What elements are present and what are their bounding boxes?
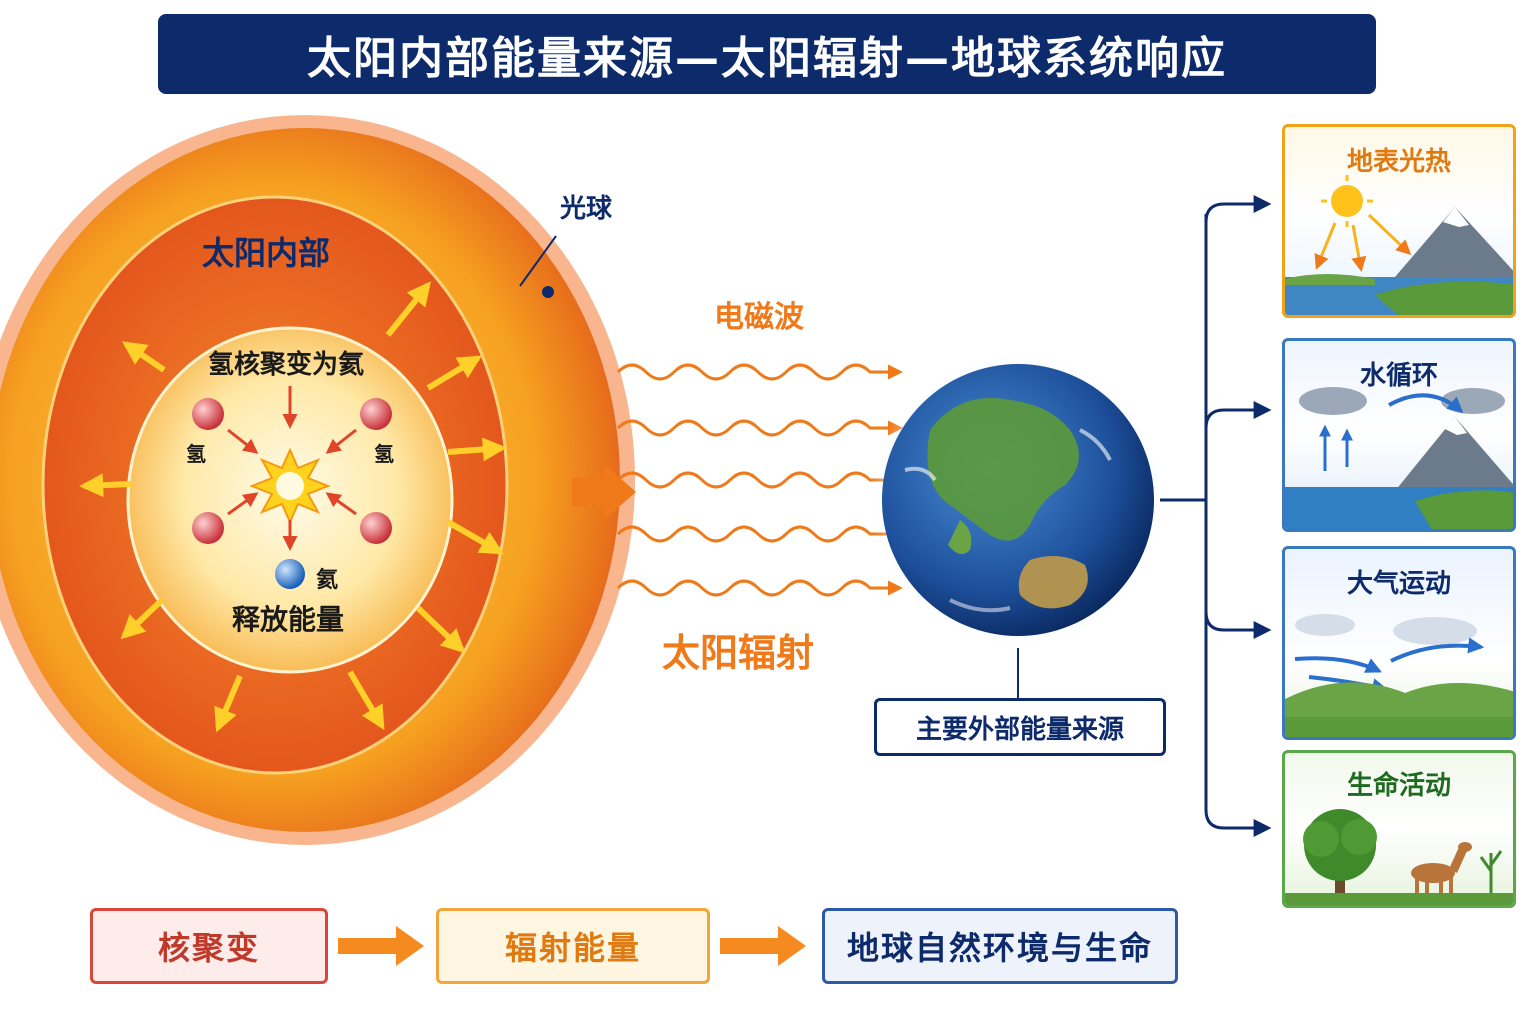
sun <box>0 115 635 845</box>
atmosphere-scene <box>1285 614 1513 737</box>
cloud-icon <box>1295 614 1355 636</box>
life-scene <box>1285 809 1513 905</box>
release-energy-label: 释放能量 <box>232 603 345 636</box>
flow-arrows <box>338 926 806 966</box>
earth-globe <box>870 352 1166 648</box>
fusion-label: 氢核聚变为氦 <box>208 350 365 380</box>
panel-surface-light-heat: 地表光热 <box>1282 124 1516 318</box>
outward-energy-arrows <box>79 281 507 733</box>
electromagnetic-waves <box>616 363 903 597</box>
panel-water-cycle: 水循环 <box>1282 338 1516 532</box>
photosphere-pointer-dot <box>542 286 554 298</box>
panel-title: 生命活动 <box>1346 771 1451 801</box>
hydrogen-atom-icon <box>360 398 392 430</box>
helium-label: 氦 <box>316 568 339 593</box>
sun-icon <box>1331 185 1363 217</box>
panel-life-activity: 生命活动 <box>1282 750 1516 908</box>
mountain-icon <box>1395 207 1513 277</box>
cloud-icon <box>1393 617 1477 645</box>
panel-title: 水循环 <box>1359 361 1438 391</box>
electromagnetic-wave-label: 电磁波 <box>714 300 804 335</box>
response-connectors <box>1160 195 1272 837</box>
hydrogen-atom-icon <box>192 398 224 430</box>
cloud-icon <box>1441 388 1505 414</box>
solar-radiation-label: 太阳辐射 <box>662 631 815 675</box>
hydrogen-label: 氢 <box>186 442 206 466</box>
earth-caption: 主要外部能量来源 <box>874 698 1166 756</box>
surface-heat-scene <box>1285 175 1513 315</box>
water-cycle-scene <box>1285 387 1513 529</box>
hydrogen-label: 氢 <box>374 442 394 466</box>
flow-step-radiant-energy: 辐射能量 <box>436 908 710 984</box>
flow-step-earth-environment: 地球自然环境与生命 <box>822 908 1178 984</box>
deer-icon <box>1411 842 1472 899</box>
cloud-icon <box>1299 387 1367 415</box>
photosphere-label: 光球 <box>560 194 613 224</box>
helium-atom-icon <box>275 559 305 589</box>
panel-title: 地表光热 <box>1346 147 1451 177</box>
panel-title: 大气运动 <box>1346 569 1451 599</box>
page-title: 太阳内部能量来源—太阳辐射—地球系统响应 <box>158 14 1376 94</box>
fusion-diagram <box>192 386 392 589</box>
hydrogen-atom-icon <box>192 512 224 544</box>
sun-interior-label: 太阳内部 <box>202 234 331 272</box>
mountain-icon <box>1395 417 1513 491</box>
wind-arrows <box>1294 637 1485 695</box>
flow-step-fusion: 核聚变 <box>90 908 328 984</box>
photosphere-pointer <box>519 235 557 287</box>
hydrogen-atom-icon <box>360 512 392 544</box>
panel-atmospheric-motion: 大气运动 <box>1282 546 1516 740</box>
